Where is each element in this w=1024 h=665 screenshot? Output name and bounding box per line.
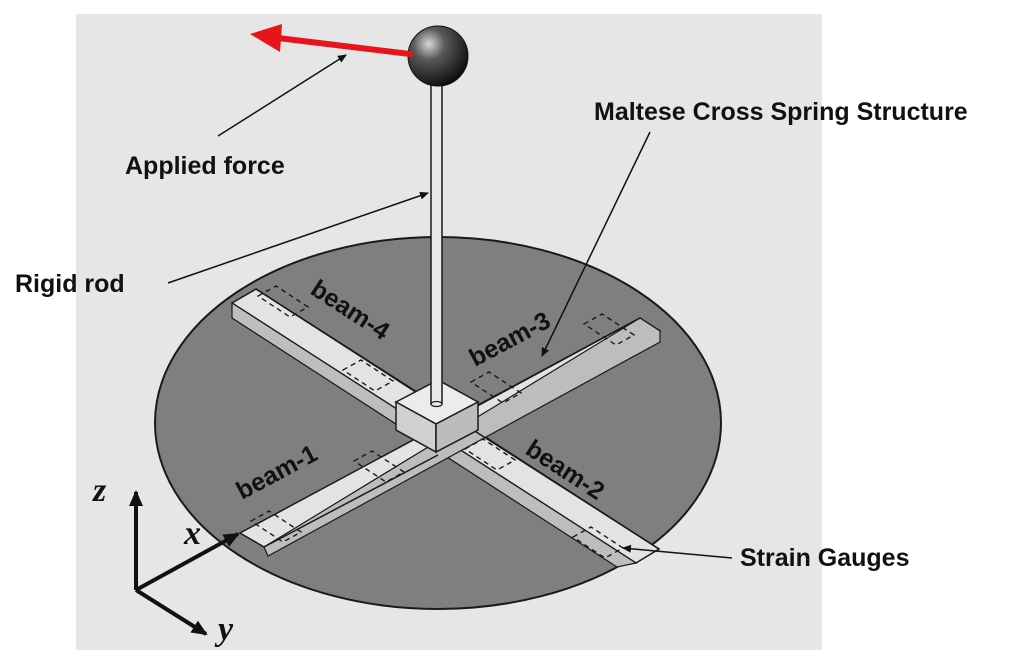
strain-gauge xyxy=(352,450,406,483)
beam-edge xyxy=(469,427,660,550)
z-axis-label: z xyxy=(92,472,107,509)
rigid-rod xyxy=(430,81,443,408)
strain-gauge xyxy=(256,285,310,318)
applied-force-label: Applied force xyxy=(125,152,285,180)
force-arrow-head xyxy=(250,24,282,52)
ball xyxy=(407,25,469,87)
beam-edge xyxy=(263,454,439,548)
center-hub xyxy=(394,379,480,454)
strain-gauges-label: Strain Gauges xyxy=(740,544,910,572)
strain-gauge xyxy=(469,371,523,404)
strain-gauge xyxy=(341,359,395,392)
beam-edge xyxy=(255,288,421,395)
y-axis xyxy=(134,588,208,636)
maltese-cross-label: Maltese Cross Spring Structure xyxy=(594,98,968,126)
force-arrow-shaft xyxy=(275,35,413,57)
applied-force-arrow xyxy=(250,24,413,57)
y-axis-label: y xyxy=(214,611,234,648)
strain-gauge xyxy=(463,438,517,471)
maltese-cross-leader xyxy=(541,131,651,357)
x-axis-label: x xyxy=(183,515,201,552)
rigid-rod-label: Rigid rod xyxy=(15,270,125,298)
strain-gauges-leader xyxy=(622,544,733,559)
beam-edge xyxy=(469,317,641,411)
rigid-rod-leader xyxy=(167,191,429,284)
rod-base xyxy=(430,400,443,408)
strain-gauge xyxy=(249,510,303,543)
strain-gauge xyxy=(582,313,636,346)
hub-right xyxy=(435,400,479,454)
applied-force-leader xyxy=(217,54,347,137)
rod-body xyxy=(430,81,443,405)
x-axis xyxy=(135,532,240,592)
coordinate-axes: z x y xyxy=(92,472,240,648)
